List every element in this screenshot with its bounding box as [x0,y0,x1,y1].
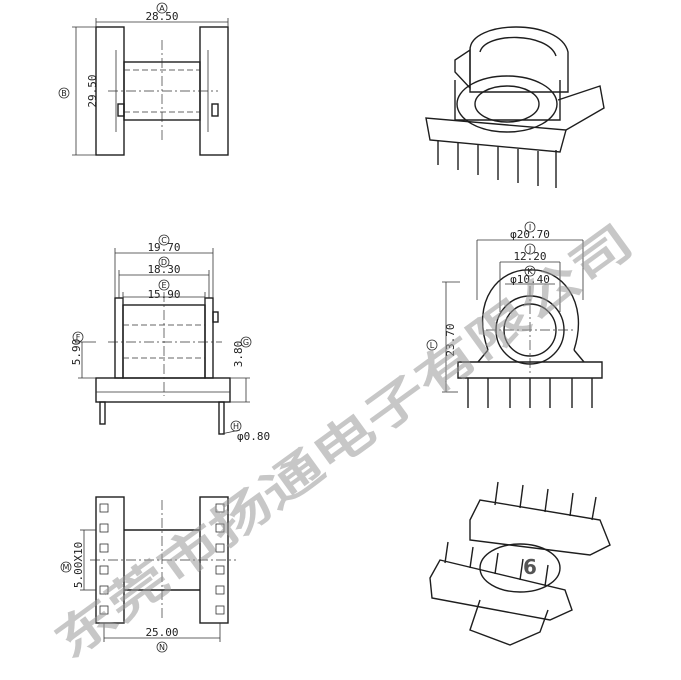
svg-text:K: K [527,267,533,276]
svg-text:D: D [161,258,167,267]
svg-text:N: N [159,643,165,652]
dim-n-value: 25.00 [145,626,178,639]
svg-text:L: L [430,341,435,350]
dim-i-value: φ20.70 [510,228,550,241]
dim-a-value: 28.50 [145,10,178,23]
dim-k-value: φ10.40 [510,273,550,286]
svg-text:E: E [161,281,166,290]
svg-text:A: A [159,4,165,13]
dim-d-value: 18.30 [147,263,180,276]
svg-text:J: J [528,245,531,254]
isometric-view-top [425,26,605,188]
svg-text:C: C [161,236,167,245]
svg-text:B: B [61,89,67,98]
dim-c-value: 19.70 [147,241,180,254]
bottom-view: M 5.00X10 25.00 N [60,496,236,653]
svg-text:G: G [243,338,249,347]
isometric-view-bottom: 6 [429,481,611,646]
watermark-text: 东莞市扬通电子有限公司 [45,214,643,669]
dim-e-value: 15.90 [147,288,180,301]
svg-text:H: H [233,422,239,431]
front-view: A 28.50 B 29.50 [58,2,229,156]
svg-text:F: F [76,333,81,342]
circular-view: I φ20.70 J 12.20 K φ10.40 L 23.70 [426,221,603,408]
dim-l-value: 23.70 [444,323,457,356]
svg-text:I: I [529,223,531,232]
product-number: 6 [523,555,537,579]
dim-f-value: 5.90 [70,339,83,366]
svg-text:M: M [63,563,70,572]
dim-b-value: 29.50 [86,74,99,107]
dim-h-value: φ0.80 [237,430,270,443]
side-view: C 19.70 D 18.30 E 15.90 F 5.90 G 3.80 H … [70,234,270,443]
dim-g-value: 3.80 [232,341,245,368]
dim-j-value: 12.20 [513,250,546,263]
dim-m-value: 5.00X10 [72,542,85,588]
